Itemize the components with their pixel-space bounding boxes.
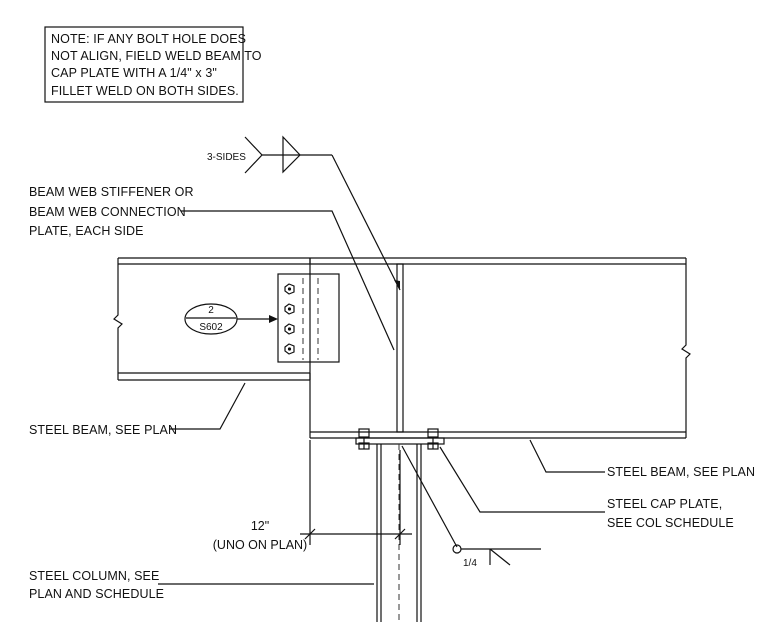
bolt-4 bbox=[284, 343, 295, 355]
web-stiffener bbox=[396, 263, 404, 433]
top-weld-symbol: 3-SIDES bbox=[207, 135, 401, 291]
cap-bolt-right bbox=[427, 428, 439, 450]
stiffener-label-line-1: BEAM WEB STIFFENER OR bbox=[29, 185, 194, 199]
bottom-fillet-leg bbox=[489, 548, 511, 566]
callout-sheet-number: S602 bbox=[199, 322, 223, 333]
cap-bolt-left bbox=[358, 428, 370, 450]
right-beam-label: STEEL BEAM, SEE PLAN bbox=[607, 465, 755, 479]
bolt-1-center bbox=[287, 287, 292, 291]
detail-callout[interactable]: 2 S602 bbox=[184, 303, 278, 335]
bolt-4-center bbox=[287, 347, 292, 351]
right-beam-elevation bbox=[309, 257, 691, 439]
dim-tick-left bbox=[304, 528, 316, 540]
cap-bolt-left-nut bbox=[358, 428, 370, 438]
cap-bolt-left-head bbox=[358, 442, 370, 450]
column-label-line-1: STEEL COLUMN, SEE bbox=[29, 569, 159, 583]
steel-column bbox=[376, 444, 422, 622]
cap-bolt-right-head bbox=[427, 442, 439, 450]
note-line-2: NOT ALIGN, FIELD WELD BEAM TO bbox=[51, 49, 262, 63]
right-beam-break-line bbox=[681, 258, 691, 438]
stiffener-label-line-3: PLATE, EACH SIDE bbox=[29, 224, 144, 238]
right-beam-leader bbox=[529, 439, 605, 473]
note-line-3: CAP PLATE WITH A 1/4" x 3" bbox=[51, 66, 217, 80]
stiffener-callout: BEAM WEB STIFFENER OR BEAM WEB CONNECTIO… bbox=[29, 185, 395, 351]
cap-bolt-right-nut bbox=[427, 428, 439, 438]
general-note: NOTE: IF ANY BOLT HOLE DOES NOT ALIGN, F… bbox=[44, 26, 262, 103]
weld-tail bbox=[244, 136, 263, 174]
left-beam-leader bbox=[170, 382, 246, 430]
cap-plate bbox=[355, 428, 445, 450]
cap-plate-body bbox=[355, 437, 445, 445]
cap-plate-callout: STEEL CAP PLATE, SEE COL SCHEDULE bbox=[439, 446, 734, 530]
note-box bbox=[44, 26, 244, 103]
column-callout: STEEL COLUMN, SEE PLAN AND SCHEDULE bbox=[29, 569, 374, 601]
weld-sides-label: 3-SIDES bbox=[207, 152, 246, 163]
dim-value: 12" bbox=[251, 519, 269, 533]
note-line-4: FILLET WELD ON BOTH SIDES. bbox=[51, 84, 239, 98]
bolt-3-center bbox=[287, 327, 292, 331]
stiffener-leader bbox=[181, 210, 395, 351]
shear-plate bbox=[277, 273, 340, 363]
note-line-1: NOTE: IF ANY BOLT HOLE DOES bbox=[51, 32, 246, 46]
left-beam-break-line bbox=[113, 258, 123, 380]
dim-tick-right bbox=[394, 528, 406, 540]
left-beam-label: STEEL BEAM, SEE PLAN bbox=[29, 423, 177, 437]
callout-detail-number: 2 bbox=[208, 305, 214, 316]
connection-plate bbox=[277, 273, 340, 363]
stiffener-label-line-2: BEAM WEB CONNECTION bbox=[29, 205, 186, 219]
cap-plate-leader bbox=[439, 446, 605, 513]
fillet-weld-triangle bbox=[282, 135, 301, 174]
bolt-2-center bbox=[287, 307, 292, 311]
right-beam-callout: STEEL BEAM, SEE PLAN bbox=[529, 439, 755, 479]
dimension-12in: 12" (UNO ON PLAN) bbox=[213, 440, 412, 552]
bolt-2 bbox=[284, 303, 295, 315]
bottom-weld-size: 1/4 bbox=[463, 558, 477, 569]
bottom-weld-symbol: 1/4 bbox=[401, 445, 541, 569]
bolt-3 bbox=[284, 323, 295, 335]
left-beam-elevation bbox=[113, 257, 311, 381]
bolt-group bbox=[284, 283, 295, 355]
weld-arrow-leader bbox=[331, 154, 401, 291]
cap-plate-label-line-2: SEE COL SCHEDULE bbox=[607, 516, 734, 530]
cap-plate-label-line-1: STEEL CAP PLATE, bbox=[607, 497, 722, 511]
callout-arrow-head bbox=[269, 315, 278, 323]
bolt-1 bbox=[284, 283, 295, 295]
dim-note: (UNO ON PLAN) bbox=[213, 538, 307, 552]
bottom-weld-leader bbox=[401, 445, 458, 548]
left-beam-callout: STEEL BEAM, SEE PLAN bbox=[29, 382, 246, 437]
column-label-line-2: PLAN AND SCHEDULE bbox=[29, 587, 164, 601]
